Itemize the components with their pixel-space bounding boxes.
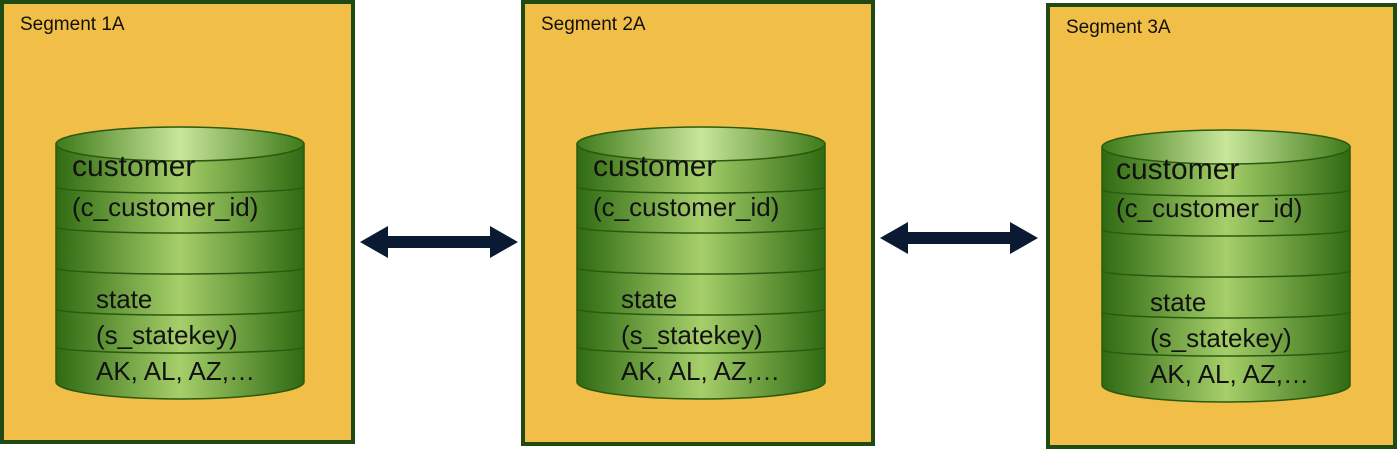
segment-3: Segment 3A customer (c_customer_id) stat… <box>1046 3 1397 449</box>
segment-title: Segment 1A <box>20 14 125 35</box>
table2-name: state <box>1150 287 1207 317</box>
segment-1: Segment 1A customer (c_customer_id) stat… <box>0 0 355 444</box>
table2-key: (s_statekey) <box>96 320 238 350</box>
database-cylinder-icon <box>1101 129 1351 403</box>
table2-name: state <box>621 284 678 314</box>
table2-key: (s_statekey) <box>1150 323 1292 353</box>
segment-title: Segment 2A <box>541 14 646 35</box>
table1-key: (c_customer_id) <box>72 192 259 222</box>
bidirectional-arrow-icon <box>360 226 518 258</box>
table1-name: customer <box>72 150 196 183</box>
table1-name: customer <box>1116 153 1240 186</box>
bidirectional-arrow-icon <box>880 222 1038 254</box>
table1-key: (c_customer_id) <box>593 192 780 222</box>
table1-key: (c_customer_id) <box>1116 193 1303 223</box>
table1-name: customer <box>593 150 717 183</box>
database-cylinder-icon <box>576 126 826 400</box>
table2-values: AK, AL, AZ,… <box>1150 359 1309 389</box>
table2-key: (s_statekey) <box>621 320 763 350</box>
table2-name: state <box>96 284 153 314</box>
segment-2: Segment 2A customer (c_customer_id) stat… <box>521 0 875 446</box>
segment-title: Segment 3A <box>1066 17 1171 38</box>
database-cylinder-icon <box>55 126 305 400</box>
table2-values: AK, AL, AZ,… <box>96 356 255 386</box>
table2-values: AK, AL, AZ,… <box>621 356 780 386</box>
